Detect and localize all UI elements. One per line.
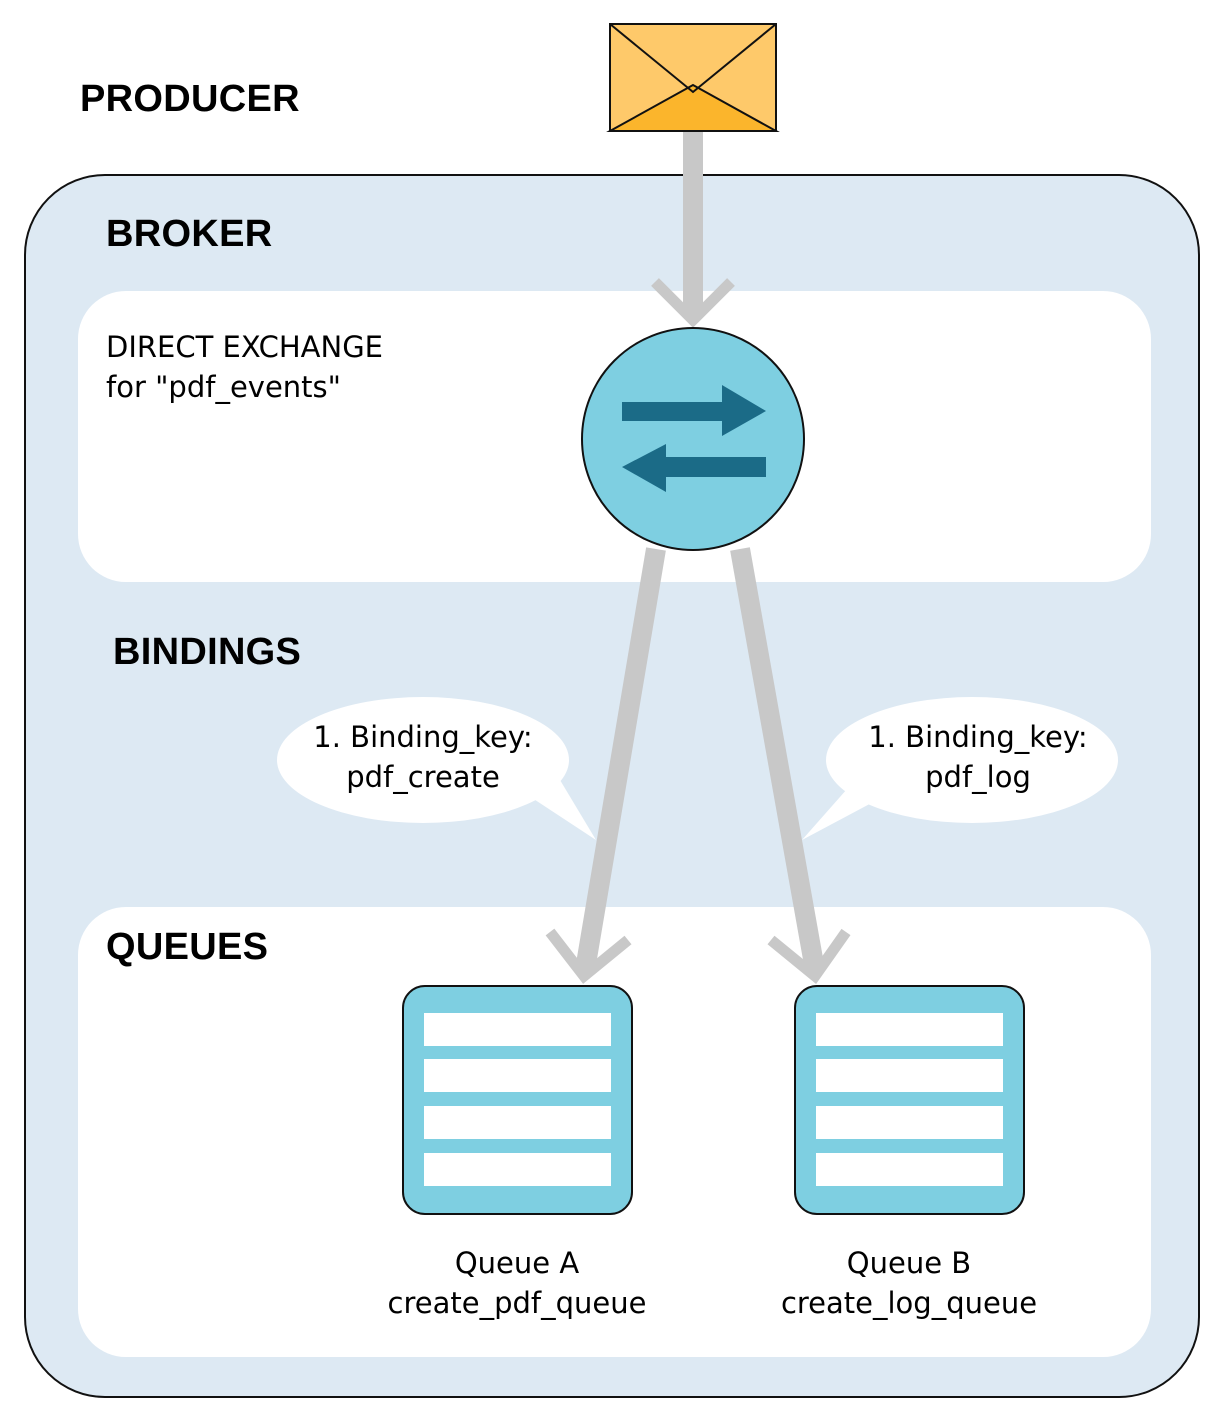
binding-a-key-value: pdf_create xyxy=(346,760,500,794)
exchange-to-queue-a-arrow xyxy=(545,547,666,984)
producer-to-exchange-arrow xyxy=(651,132,735,328)
queue-b-name: Queue B xyxy=(846,1246,972,1280)
binding-label-a: 1. Binding_key: pdf_create xyxy=(283,717,563,797)
direct-exchange-icon xyxy=(581,327,805,551)
binding-bubble-a xyxy=(277,697,596,840)
message-envelope-icon xyxy=(606,23,780,132)
producer-title: PRODUCER xyxy=(80,78,300,120)
exchange-label: DIRECT EXCHANGE for "pdf_events" xyxy=(106,327,383,407)
queue-a-name: Queue A xyxy=(454,1246,580,1280)
binding-label-b: 1. Binding_key: pdf_log xyxy=(838,717,1118,797)
broker-title: BROKER xyxy=(106,213,273,255)
exchange-label-line2: for "pdf_events" xyxy=(106,370,342,404)
queues-title: QUEUES xyxy=(106,926,269,968)
binding-a-key-label: 1. Binding_key: xyxy=(313,720,533,754)
exchange-label-line1: DIRECT EXCHANGE xyxy=(106,330,384,364)
bindings-title: BINDINGS xyxy=(113,631,302,673)
queue-a-icon xyxy=(402,985,633,1215)
queue-a-label: Queue A create_pdf_queue xyxy=(357,1243,677,1323)
binding-b-key-label: 1. Binding_key: xyxy=(868,720,1088,754)
queue-b-label: Queue B create_log_queue xyxy=(749,1243,1069,1323)
queue-a-queue-name: create_pdf_queue xyxy=(387,1286,647,1320)
binding-b-key-value: pdf_log xyxy=(925,760,1031,794)
queue-b-queue-name: create_log_queue xyxy=(780,1286,1038,1320)
queue-b-icon xyxy=(794,985,1025,1215)
exchange-to-queue-b-arrow xyxy=(730,547,851,984)
binding-bubble-b xyxy=(802,697,1118,840)
